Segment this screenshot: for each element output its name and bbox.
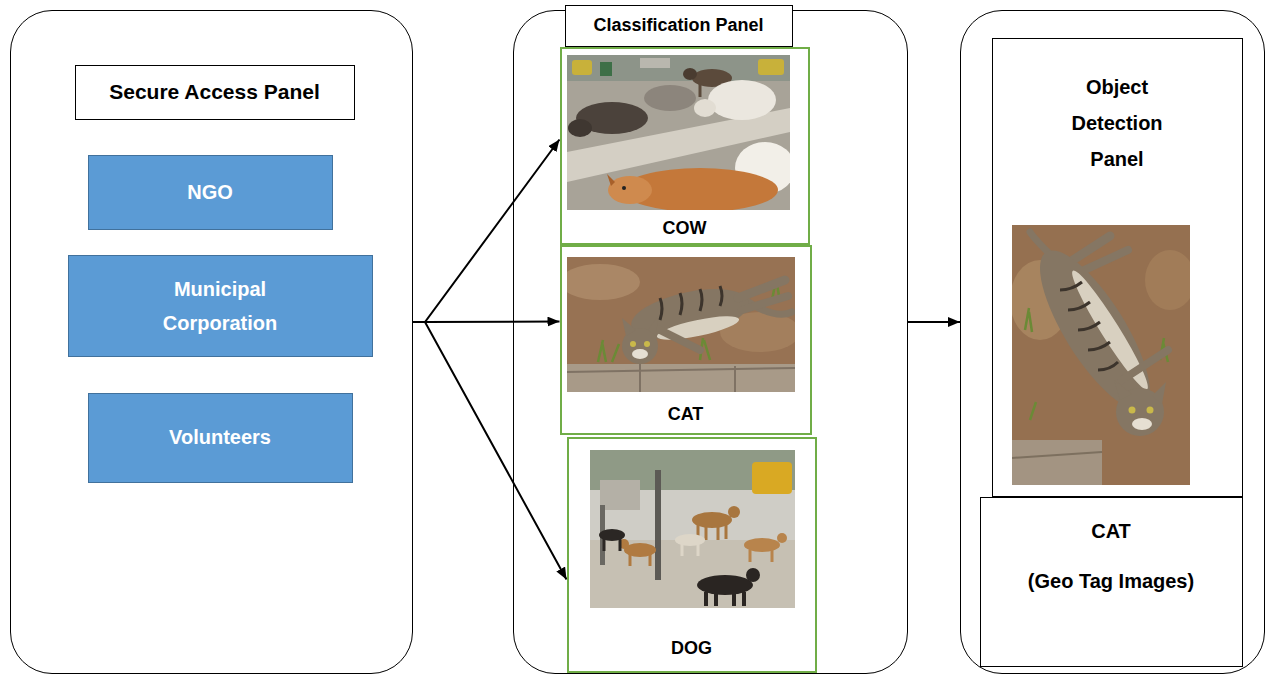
cat-detection-photo-part [1152, 382, 1166, 404]
dog-photo-part [630, 554, 650, 566]
result-label: (Geo Tag Images) [1028, 570, 1194, 593]
role-box: Municipal Corporation [68, 255, 373, 357]
class-image-box: DOG [567, 437, 817, 673]
dog-photo-part [706, 592, 744, 606]
cat-photo-part [655, 311, 740, 344]
cow-photo-part [640, 58, 670, 68]
cat-photo-part [632, 349, 648, 359]
dog-photo-part [675, 534, 705, 546]
class-label: DOG [671, 638, 712, 659]
role-box: NGO [88, 155, 333, 230]
panel-heading: Classification Panel [593, 15, 763, 36]
class-image-box: COW [560, 47, 810, 245]
cat-photo-part [644, 341, 650, 347]
result-label: CAT [1091, 520, 1131, 543]
dog-photo-part [604, 539, 620, 551]
flow-arrow [908, 321, 960, 323]
cow-photo-part [694, 99, 716, 117]
result-box: CAT (Geo Tag Images) [980, 497, 1243, 667]
cow-photo-part [622, 186, 626, 190]
cow-photo [567, 55, 790, 210]
access-panel: Secure Access PanelNGO Municipal Corporat… [10, 10, 413, 674]
cat-photo-part [734, 366, 736, 392]
detection-image-box: Object Detection Panel [992, 38, 1243, 497]
cow-photo-part [683, 68, 697, 80]
cat-detection-photo-part [1147, 407, 1154, 414]
role-label: Volunteers [169, 426, 271, 449]
dog-photo-part [682, 544, 698, 556]
class-image-box: CAT [560, 245, 812, 435]
cat-detection-photo-part [1132, 418, 1152, 430]
cat-detection-photo-part [1122, 350, 1168, 380]
cow-photo-part [699, 84, 702, 97]
panel-heading-box: Classification Panel [565, 5, 793, 47]
flow-arrow [413, 321, 560, 324]
cat-detection-photo-part [1060, 282, 1118, 370]
role-label: NGO [187, 181, 233, 204]
detection-panel: Object Detection PanelCAT (Geo Tag Images… [960, 10, 1265, 674]
cat-detection-photo-part [1114, 380, 1132, 400]
cat-photo-part [630, 341, 636, 347]
cat-photo-part [648, 316, 658, 336]
dog-photo-part [744, 538, 780, 552]
cow-photo-part [572, 60, 592, 75]
cat-photo-part [660, 286, 722, 320]
cat-photo-part [567, 364, 795, 392]
cat-photo [567, 257, 795, 392]
classification-panel: Classification PanelCOW CAT DOG [513, 10, 908, 674]
dog-photo-part [746, 568, 760, 582]
panel-heading: Secure Access Panel [109, 80, 320, 104]
dog-photo [590, 450, 795, 608]
cow-photo-part [567, 55, 790, 81]
panel-heading: Object Detection Panel [1052, 69, 1182, 177]
flow-arrow [413, 322, 567, 580]
dog-photo-part [590, 450, 795, 608]
dog-photo-part [777, 533, 787, 543]
class-label: COW [663, 218, 707, 239]
cow-photo-part [608, 176, 652, 204]
cat-photo-part [742, 296, 788, 310]
cat-detection-photo-part [1145, 250, 1190, 310]
cat-detection-photo [1012, 225, 1190, 485]
flow-arrow [413, 140, 560, 323]
dog-photo-part [752, 462, 792, 494]
cow-photo-part [600, 62, 612, 76]
dog-photo-part [728, 506, 740, 518]
role-label: Municipal Corporation [140, 272, 300, 340]
dog-photo-part [750, 550, 772, 562]
cat-photo-part [567, 368, 795, 372]
cat-photo-part [567, 264, 640, 300]
panel-heading-box: Secure Access Panel [75, 65, 355, 120]
cat-detection-photo-part [1080, 250, 1128, 272]
cow-photo-part [708, 80, 776, 120]
cat-detection-photo-part [1012, 440, 1102, 485]
cat-photo-part [639, 364, 641, 392]
cat-detection-photo-part [1129, 407, 1136, 414]
cow-photo-part [607, 174, 615, 186]
dog-photo-part [655, 470, 661, 580]
dog-photo-part [600, 480, 640, 510]
role-box: Volunteers [88, 393, 353, 483]
cow-photo-part [644, 85, 696, 111]
cat-photo-part [660, 330, 700, 350]
cat-photo-part [622, 318, 636, 336]
cow-photo-part [758, 59, 784, 75]
cow-photo-part [568, 119, 592, 137]
cat-detection-photo-part [1012, 452, 1102, 458]
class-label: CAT [668, 404, 704, 425]
